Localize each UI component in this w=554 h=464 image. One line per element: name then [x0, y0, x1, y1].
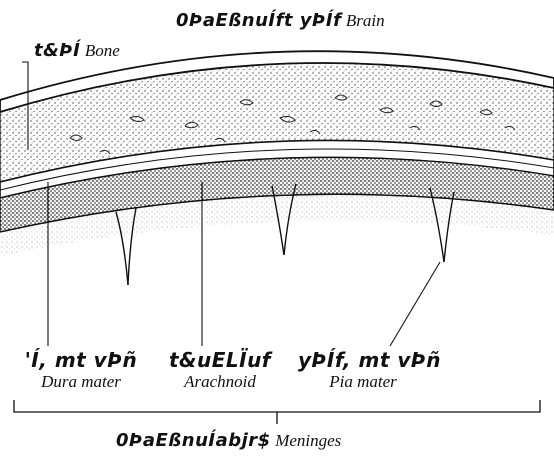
brain-label-english: Brain [346, 11, 385, 30]
brain-label: 0ÞaEßnuÍft yÞÍf Brain [176, 10, 385, 31]
bone-label: t&ÞÍ Bone [34, 40, 120, 61]
arachnoid-native: t&uELÏuf [160, 348, 280, 372]
meninges-bracket [14, 400, 540, 424]
pia-mater-native: yÞÍf, mt vÞñ [298, 348, 428, 372]
bone-label-native: t&ÞÍ [34, 40, 80, 61]
meninges-english: Meninges [275, 431, 341, 450]
dura-mater-english: Dura mater [16, 372, 146, 392]
bone-label-english: Bone [85, 41, 120, 60]
meninges-label: 0ÞaEßnuÍabjr$ Meninges [116, 430, 341, 451]
pia-mater-english: Pia mater [298, 372, 428, 392]
meninges-native: 0ÞaEßnuÍabjr$ [116, 430, 271, 451]
arachnoid-label: t&uELÏuf Arachnoid [160, 348, 280, 392]
pia-mater-label: yÞÍf, mt vÞñ Pia mater [298, 348, 428, 392]
dura-mater-label: 'Í, mt vÞñ Dura mater [16, 348, 146, 392]
arachnoid-english: Arachnoid [160, 372, 280, 392]
dura-mater-native: 'Í, mt vÞñ [16, 348, 146, 372]
brain-label-native: 0ÞaEßnuÍft yÞÍf [176, 10, 341, 31]
